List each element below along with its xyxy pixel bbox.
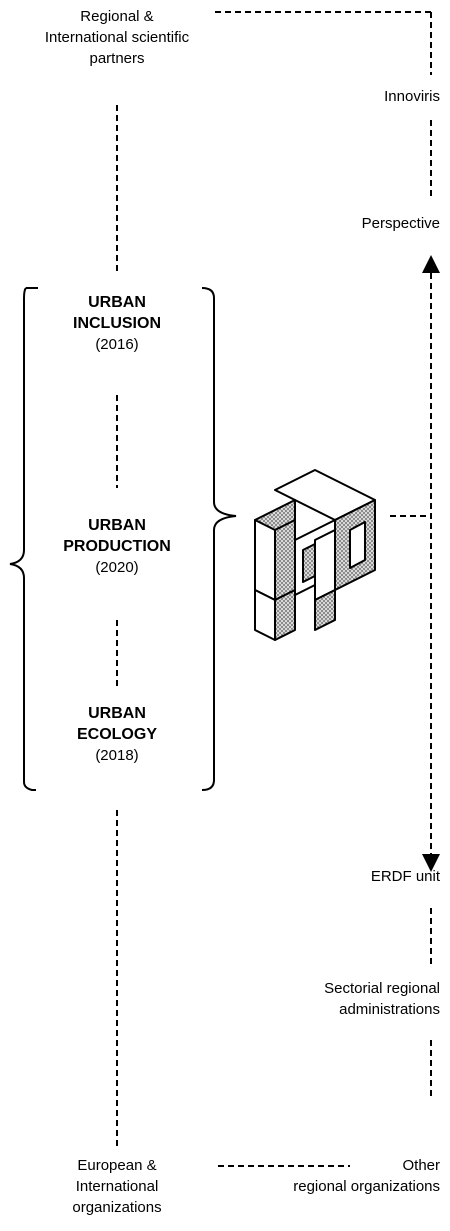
theme-urban-ecology: URBAN ECOLOGY (2018) [40, 703, 194, 766]
european-organizations-line1: European & [77, 1157, 157, 1174]
theme-line2: ECOLOGY [76, 726, 157, 743]
theme-year: (2020) [95, 559, 139, 576]
theme-urban-production: URBAN PRODUCTION (2020) [40, 515, 194, 578]
arrow-down-head [422, 854, 440, 872]
sectorial-administrations-line1: Sectorial regional [324, 980, 440, 997]
arrow-up-head [422, 255, 440, 273]
cosmopolis-isometric-logo-icon [254, 469, 376, 641]
perspective-label: Perspective [361, 215, 440, 232]
european-organizations-line2: International [75, 1178, 159, 1195]
other-regional-organizations-line2: regional organizations [293, 1178, 440, 1195]
european-organizations-line3: organizations [72, 1199, 162, 1216]
other-regional-organizations-line1: Other [402, 1157, 440, 1174]
theme-line1: URBAN [88, 294, 146, 311]
erdf-unit-label: ERDF unit [370, 868, 440, 885]
regional-scientific-partners-label: Regional & International scientific part… [0, 6, 234, 69]
innoviris-label: Innoviris [384, 88, 440, 105]
theme-line2: INCLUSION [73, 315, 161, 332]
other-regional-organizations-label: Other regional organizations [293, 1155, 440, 1197]
theme-year: (2018) [95, 747, 139, 764]
sectorial-administrations-line2: administrations [339, 1001, 440, 1018]
sectorial-administrations-label: Sectorial regional administrations [324, 978, 440, 1020]
regional-scientific-partners-line1: Regional & [80, 8, 154, 25]
outer-left-brace [9, 287, 36, 791]
regional-scientific-partners-line3: partners [89, 50, 145, 67]
theme-line2: PRODUCTION [63, 538, 171, 555]
theme-line1: URBAN [88, 517, 146, 534]
regional-scientific-partners-line2: International scientific [44, 29, 190, 46]
inner-right-brace [201, 287, 237, 791]
european-organizations-label: European & International organizations [0, 1155, 234, 1218]
theme-line1: URBAN [88, 705, 146, 722]
theme-year: (2016) [95, 336, 139, 353]
theme-urban-inclusion: URBAN INCLUSION (2016) [40, 292, 194, 355]
